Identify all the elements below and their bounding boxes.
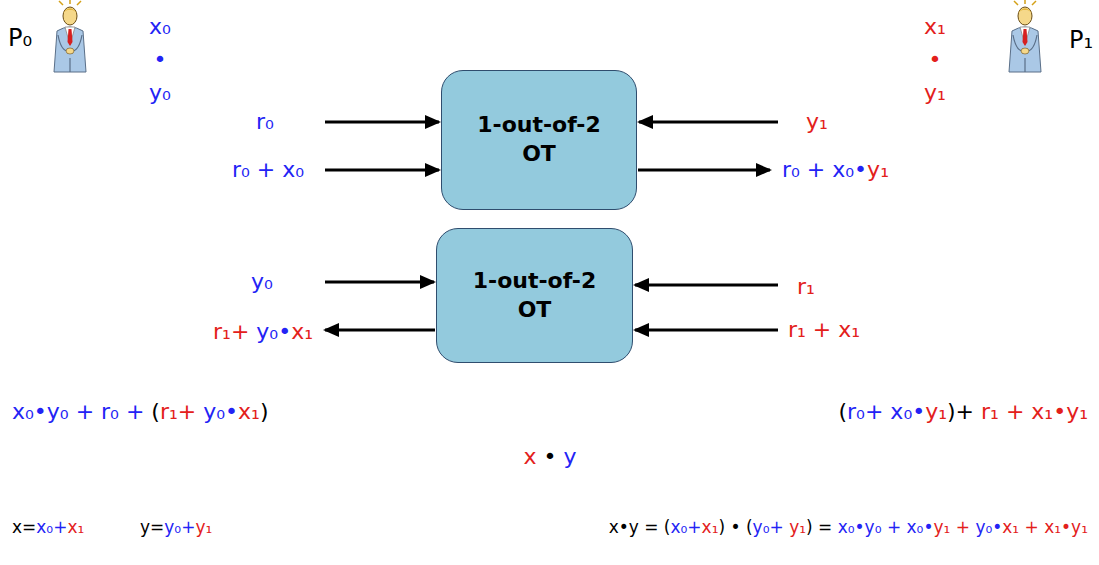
text-run: 1-out-of-2 OT [473, 268, 597, 322]
ot-box: 1-out-of-2 OT [436, 228, 633, 363]
text-run: r₀+ x₀• [847, 399, 925, 424]
input-arrow [639, 121, 778, 124]
text-run: x₁ [702, 517, 719, 537]
input-arrow [635, 329, 778, 332]
text-run: x₀+ [36, 517, 67, 537]
text-run: r₁ + x₁•y₁ [981, 399, 1088, 424]
ot-choice: y₀ [251, 269, 273, 295]
text-run: 1-out-of-2 OT [477, 112, 601, 166]
text-run: r₀ + x₀ [232, 157, 304, 182]
share-definition: x=x₀+x₁ [12, 517, 84, 537]
output-arrow [325, 329, 435, 332]
text-run: x₁ + x₁•y₁ [1002, 517, 1088, 537]
text-run: ( [838, 399, 847, 424]
text-run: y₀+ [753, 517, 790, 537]
party-name: P₀ [8, 24, 32, 53]
product: x • y [523, 444, 576, 470]
text-run: x₁ [67, 517, 84, 537]
input-arrow [325, 169, 439, 172]
text-run: y₀• [203, 399, 238, 424]
text-run: r₀ + x₀• [782, 157, 867, 182]
text-run: r₀ [256, 109, 274, 134]
ot-input: r₁ + x₁ [788, 317, 860, 343]
text-run: y₀ [251, 269, 273, 294]
person-icon [1009, 0, 1041, 72]
text-run: x= [12, 517, 36, 537]
text-run: y₁ [806, 109, 828, 134]
text-run: r₁+ [160, 399, 203, 424]
box-label: 1-out-of-2 OT [464, 111, 614, 168]
text-run: P₁ [1069, 26, 1093, 54]
text-run: x•y = ( [609, 517, 671, 537]
input-arrow [635, 284, 778, 287]
text-run: y₁ [867, 157, 889, 182]
input-arrow [325, 121, 439, 124]
text-run: y₁ [925, 399, 947, 424]
text-run: ( [151, 399, 160, 424]
share-sum: (r₀+ x₀•y₁)+ r₁ + x₁•y₁ [838, 399, 1088, 425]
text-run: ) [260, 399, 269, 424]
person-icon [54, 0, 86, 72]
party-input: x₀ • y₀ [145, 10, 175, 109]
text-run: y₀+ [164, 517, 195, 537]
text-run: x₀•y₀ + r₀ + [12, 399, 151, 424]
text-run: x₀ • y₀ [149, 14, 171, 105]
ot-input: r₀ + x₀ [232, 157, 304, 183]
text-run: y₀• [256, 319, 291, 344]
product-expansion: x•y = (x₀+x₁) • (y₀+ y₁) = x₀•y₀ + x₀•y₁… [609, 517, 1088, 537]
ot-output: r₀ + x₀•y₁ [782, 157, 889, 183]
text-run: y₀• [975, 517, 1002, 537]
text-run: r₁+ [213, 319, 256, 344]
text-run: P₀ [8, 24, 32, 52]
box-label: 1-out-of-2 OT [460, 267, 610, 324]
party-input: x₁ • y₁ [920, 10, 950, 109]
text-run: y= [140, 517, 164, 537]
text-run: y₁ + [933, 517, 975, 537]
share-definition: y=y₀+y₁ [140, 517, 212, 537]
text-run: x₀+ [670, 517, 701, 537]
text-run: • [537, 444, 564, 469]
text-run: ) = [806, 517, 838, 537]
share-sum: x₀•y₀ + r₀ + (r₁+ y₀•x₁) [12, 399, 269, 425]
text-run: x₁ [291, 319, 313, 344]
output-arrow [638, 169, 770, 172]
ot-input: r₁ [797, 274, 815, 300]
text-run: y₁ [789, 517, 806, 537]
ot-input: r₀ [256, 109, 274, 135]
text-run: r₁ + x₁ [788, 317, 860, 342]
party-name: P₁ [1069, 26, 1093, 55]
text-run: ) • ( [718, 517, 752, 537]
text-run: x [523, 444, 536, 469]
ot-output: r₁+ y₀•x₁ [213, 319, 313, 345]
text-run: r₁ [797, 274, 815, 299]
ot-box: 1-out-of-2 OT [441, 70, 637, 210]
text-run: x₀•y₀ + x₀• [838, 517, 934, 537]
text-run: y [563, 444, 576, 469]
input-arrow [325, 281, 434, 284]
text-run: y₁ [195, 517, 212, 537]
text-run: x₁ • y₁ [924, 14, 946, 105]
text-run: x₁ [238, 399, 260, 424]
text-run: )+ [947, 399, 981, 424]
ot-choice: y₁ [806, 109, 828, 135]
